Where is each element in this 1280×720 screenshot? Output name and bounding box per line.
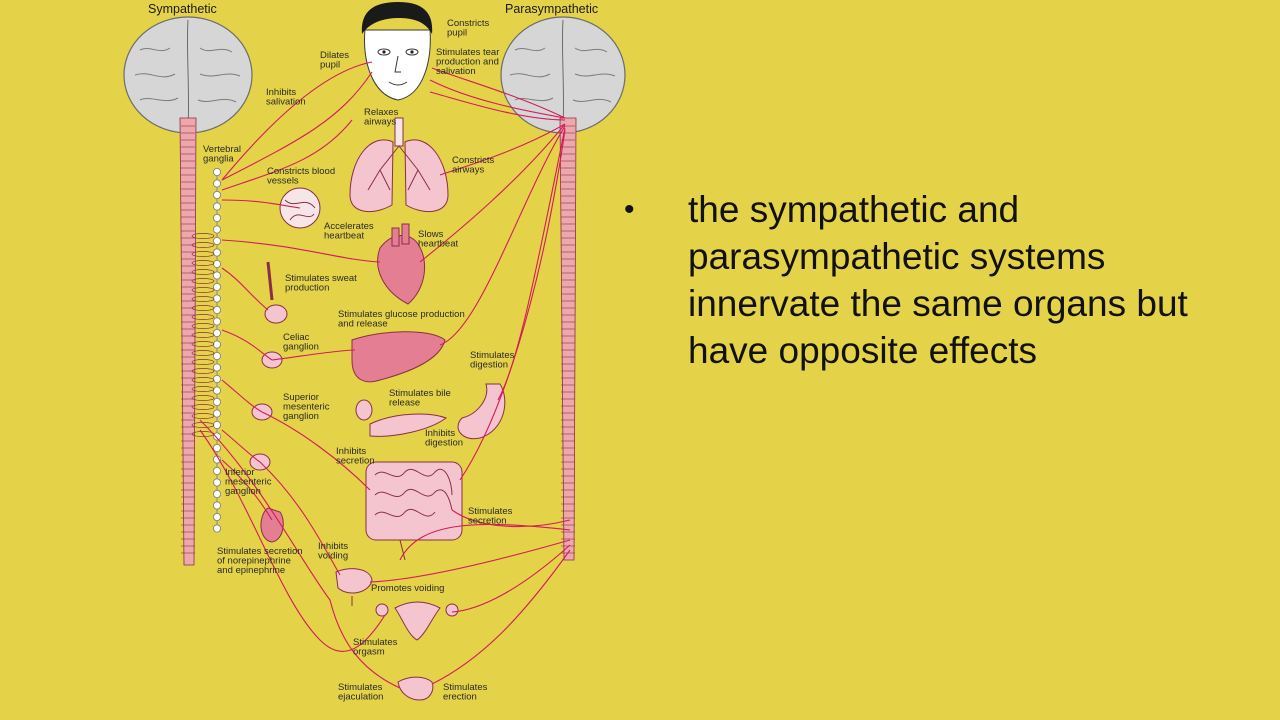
lungs — [349, 117, 449, 213]
ganglion-node — [212, 443, 221, 452]
ganglion-node — [212, 466, 221, 475]
ganglion-node — [212, 190, 221, 199]
left-brain — [123, 16, 253, 134]
ganglion-node — [212, 513, 221, 522]
left-spinal-cord — [179, 117, 197, 566]
ganglion-node — [212, 501, 221, 510]
ganglion-node — [212, 478, 221, 487]
sweat-gland — [264, 261, 288, 324]
label-promotes-voiding: Promotes voiding — [371, 583, 444, 594]
ganglion-node — [212, 524, 221, 533]
kidney-adrenal — [260, 507, 284, 543]
bladder — [335, 568, 373, 606]
pancreas — [355, 399, 448, 437]
ganglion-node — [212, 236, 221, 245]
nerve-lines — [199, 61, 571, 689]
ganglion-node — [212, 340, 221, 349]
ganglion-node — [212, 489, 221, 498]
face — [361, 2, 433, 101]
ganglion-node — [212, 420, 221, 429]
ganglion-node — [212, 328, 221, 337]
ganglion-node — [212, 317, 221, 326]
bullet-list: • the sympathetic and parasympathetic sy… — [624, 186, 1244, 374]
ganglion-node — [212, 305, 221, 314]
bullet-text: the sympathetic and parasympathetic syst… — [688, 189, 1188, 371]
ganglion-node — [212, 179, 221, 188]
ganglion-node — [212, 432, 221, 441]
ganglion-node — [212, 397, 221, 406]
ganglion-node — [212, 202, 221, 211]
ganglion-node — [212, 213, 221, 222]
right-spinal-cord — [559, 117, 577, 561]
ganglion-node — [212, 248, 221, 257]
stomach — [457, 383, 506, 440]
vertebral-ganglia-chain — [191, 167, 221, 533]
parasympathetic-heading: Parasympathetic — [505, 2, 598, 16]
bullet-item: • the sympathetic and parasympathetic sy… — [624, 186, 1244, 374]
ganglion-node — [212, 271, 221, 280]
intestines — [365, 461, 463, 561]
ganglion-node — [212, 282, 221, 291]
liver — [351, 331, 446, 383]
autonomic-nervous-system-diagram: Sympathetic Parasympathetic — [123, 2, 626, 703]
uterus — [375, 601, 459, 641]
ganglion-node — [212, 167, 221, 176]
bullet-dot-icon: • — [624, 193, 635, 226]
ganglion-node — [212, 374, 221, 383]
ganglion-node — [212, 225, 221, 234]
heart — [377, 223, 426, 305]
ganglion-node — [212, 294, 221, 303]
ganglion-node — [212, 259, 221, 268]
ganglion-node — [212, 386, 221, 395]
genitals — [397, 676, 434, 701]
ganglion-node — [212, 351, 221, 360]
ganglion-node — [212, 409, 221, 418]
ganglion-node — [212, 363, 221, 372]
sympathetic-heading: Sympathetic — [148, 2, 217, 16]
